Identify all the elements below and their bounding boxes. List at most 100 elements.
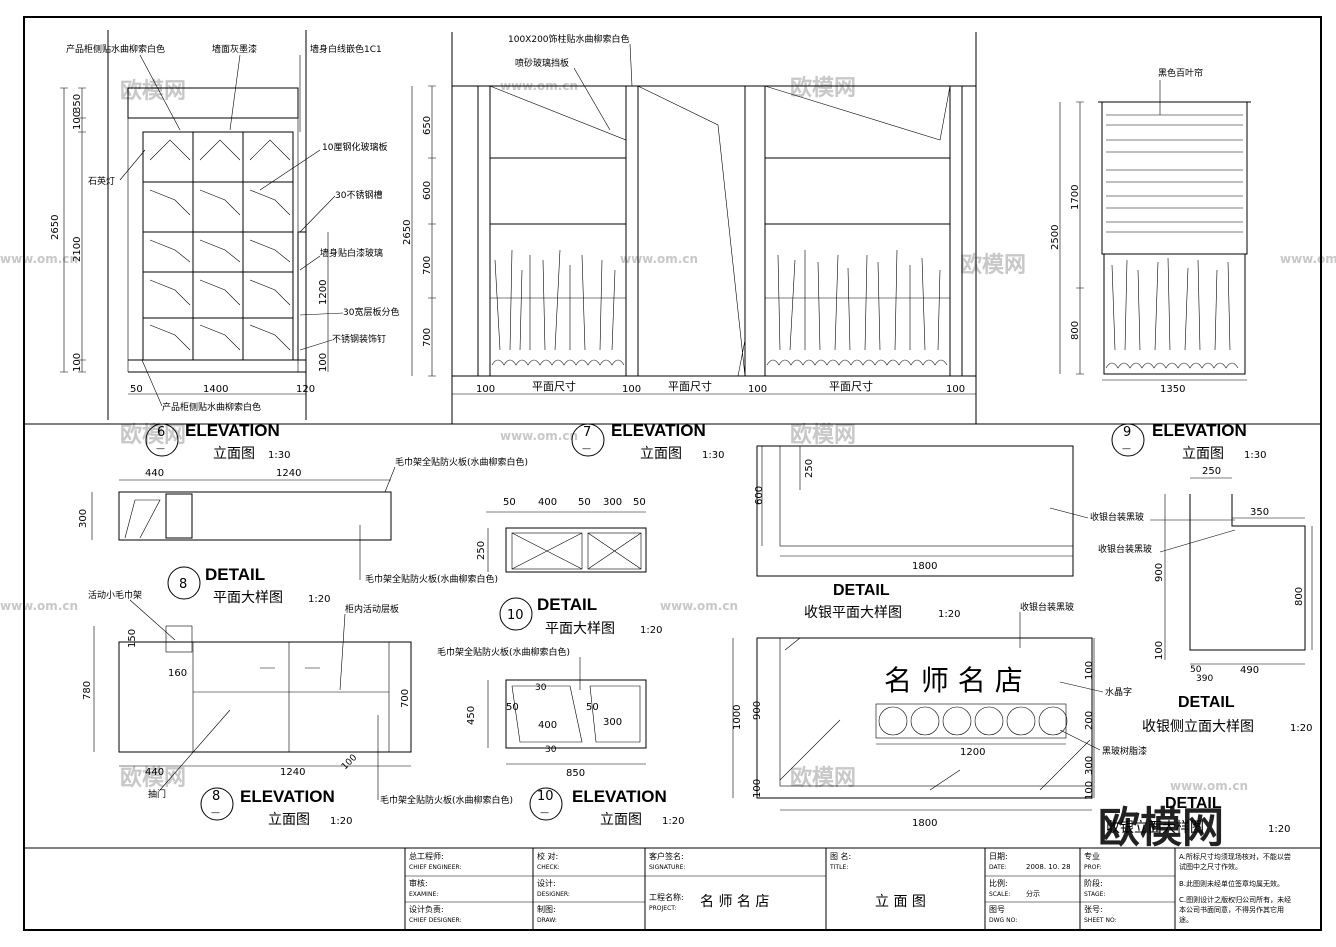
label-text: 2500	[1050, 225, 1061, 250]
label-text: 30	[545, 745, 557, 755]
label-text: 1700	[1070, 185, 1081, 210]
label-text: 700	[400, 689, 411, 708]
label-text: 1:20	[640, 625, 662, 636]
watermark: 欧模网	[120, 765, 186, 791]
label-text: 制图:	[537, 904, 556, 914]
label-text: 300	[1084, 756, 1095, 775]
label-text: 8	[179, 577, 187, 592]
label-text: 900	[1154, 563, 1165, 582]
label-text: 收银台装黑玻	[1098, 543, 1152, 555]
detail-cashier-side: 900 100 800 250 350 50 490 390 收银台装黑玻 DE…	[1098, 466, 1312, 735]
label-text: 1:30	[268, 450, 290, 461]
label-text: 6	[157, 425, 165, 440]
label-text: —	[582, 444, 591, 454]
label-text: 活动小毛巾架	[88, 589, 142, 601]
label-text: CHIEF DESIGNER:	[409, 917, 462, 924]
label-text: 立面图	[268, 812, 310, 828]
label-text: 1:30	[1244, 450, 1266, 461]
label-text: ELEVATION	[572, 787, 667, 806]
label-text: 100	[752, 779, 763, 798]
label-text: 1:20	[1268, 824, 1290, 835]
label-text: 440	[145, 468, 164, 479]
elevation-6: 2650 350 100 2100 100 1200 100 50 1400 1…	[50, 30, 399, 462]
label-text: 900	[752, 701, 763, 720]
label-text: 收银台装黑玻	[1090, 511, 1144, 523]
label-text: 9	[1123, 425, 1131, 440]
label-text: 100	[72, 353, 83, 372]
label-text: 毛巾架全贴防火板(水曲柳索白色)	[437, 646, 570, 658]
label-text: DESIGNER:	[537, 891, 570, 898]
label-text: ELEVATION	[1152, 421, 1247, 440]
watermark: 欧模网	[120, 78, 186, 104]
label-text: 工程名称:	[649, 892, 684, 902]
label-text: 490	[1240, 665, 1259, 676]
label-text: 石英灯	[88, 175, 115, 187]
elevation-7: 2650 650 600 700 700 100 平面尺寸 100 平面尺寸 1…	[402, 32, 977, 462]
label-text: 1:20	[1290, 723, 1312, 734]
label-text: 抽门	[148, 788, 166, 800]
label-text: 2100	[72, 237, 83, 262]
label-text: 450	[466, 706, 477, 725]
label-text: SIGNATURE:	[649, 864, 685, 871]
label-text: 毛巾架全贴防火板(水曲柳索白色)	[365, 573, 498, 585]
label-text: SHEET NO:	[1084, 917, 1117, 924]
label-text: DATE:	[989, 864, 1007, 871]
label-text: 收银侧立面大样图	[1142, 719, 1254, 735]
label-text: DRAW:	[537, 917, 557, 924]
label-text: CHIEF ENGINEER:	[409, 864, 461, 871]
label-text: 收银台装黑玻	[1020, 601, 1074, 613]
label-text: 100	[476, 384, 495, 395]
label-text: PROJECT:	[649, 905, 676, 912]
watermark-url: www.om.cn	[500, 429, 578, 443]
label-text: EXAMINE:	[409, 891, 438, 898]
label-text: 100	[1084, 661, 1095, 680]
sheet-border	[23, 16, 1322, 931]
label-text: 100	[1154, 641, 1165, 660]
label-text: 校 对:	[537, 851, 558, 861]
label-text: 途。	[1179, 915, 1193, 924]
label-text: ELEVATION	[185, 421, 280, 440]
label-text: 张号:	[1084, 905, 1103, 914]
elevation-10: 450 30 50 400 50 300 30 850 毛巾架全贴防火板(水曲柳…	[437, 646, 684, 828]
watermarks: 欧模网 欧模网 欧模网 欧模网 欧模网 欧模网 欧模网 www.om.cn ww…	[0, 75, 1336, 852]
label-text: 1:20	[330, 816, 352, 827]
label-text: ELEVATION	[240, 787, 335, 806]
label-text: 2650	[50, 215, 61, 240]
label-text: 本公司书面同意，不得另作其它用	[1179, 905, 1284, 914]
label-text: 产品柜侧贴水曲柳索白色	[162, 401, 261, 413]
label-text: 440	[145, 767, 164, 778]
label-text: 250	[804, 459, 815, 478]
label-text: 780	[82, 681, 93, 700]
label-text: DETAIL	[537, 595, 597, 614]
label-text: 300	[78, 509, 89, 528]
detail-cashier-elevation: 名 师 名 店 1000 900 100 100 200 300 100 120…	[732, 601, 1290, 836]
label-text: 收银平面大样图	[804, 605, 902, 621]
label-text: 200	[1084, 711, 1095, 730]
watermark-url: www.om.cn	[660, 599, 738, 613]
label-text: 平面大样图	[213, 590, 283, 606]
watermark: 欧模网	[790, 422, 856, 448]
label-text: 10厘钢化玻璃板	[322, 141, 387, 153]
label-text: B.此图则未经单位签章均属无效。	[1179, 879, 1284, 888]
label-text: 柜内活动层板	[345, 603, 399, 615]
label-text: 1200	[318, 280, 329, 305]
label-text: 2008. 10. 28	[1026, 863, 1071, 871]
label-text: STAGE:	[1084, 891, 1105, 898]
label-text: PROF:	[1084, 864, 1102, 871]
label-text: 喷砂玻璃挡板	[515, 57, 569, 69]
label-text: 300	[603, 717, 622, 728]
watermark-logo: 欧模网	[1098, 803, 1224, 852]
label-text: C.图则设计之版权归公司所有，未经	[1179, 895, 1291, 904]
label-text: 总工程师:	[409, 851, 444, 861]
label-text: 图号	[989, 905, 1005, 914]
label-text: 350	[72, 94, 83, 113]
label-text: 10	[507, 608, 524, 623]
label-text: 黑色百叶帘	[1158, 67, 1203, 79]
label-text: 100	[622, 384, 641, 395]
label-text: 1800	[912, 818, 937, 829]
label-text: 1:20	[938, 609, 960, 620]
label-text: 平面大样图	[545, 621, 615, 637]
label-text: 400	[538, 720, 557, 731]
label-text: 1:20	[308, 594, 330, 605]
elevation-8: 780 150 160 700 440 1240 100 活动小毛巾架 柜内活动…	[82, 589, 513, 828]
